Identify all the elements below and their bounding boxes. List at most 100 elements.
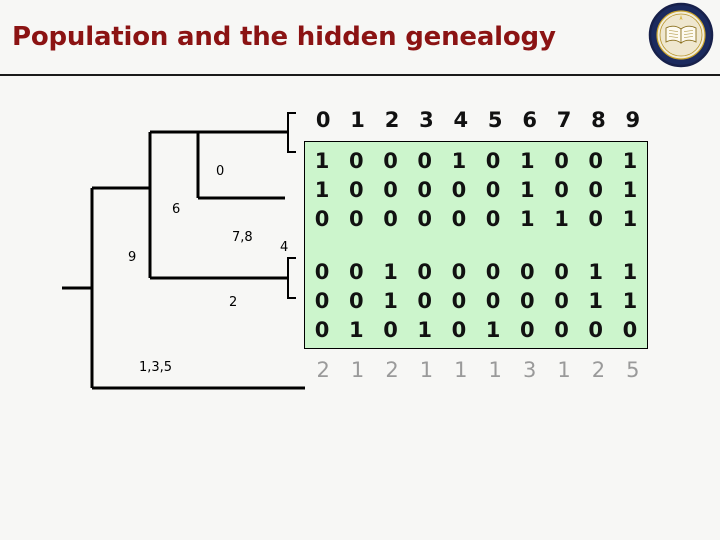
matrix-cell: 1 bbox=[348, 317, 364, 342]
column-totals-row: 2 1 2 1 1 1 3 1 2 5 bbox=[306, 358, 650, 382]
matrix-cell: 0 bbox=[451, 317, 467, 342]
table-row: 0 0 1 0 0 0 0 0 1 1 bbox=[305, 257, 647, 286]
matrix-cell: 1 bbox=[417, 317, 433, 342]
table-row: 0 0 1 0 0 0 0 0 1 1 bbox=[305, 286, 647, 315]
column-header: 0 bbox=[315, 108, 331, 132]
column-total: 5 bbox=[626, 358, 640, 382]
matrix-cell: 1 bbox=[383, 288, 398, 313]
matrix-cell: 1 bbox=[314, 148, 330, 173]
matrix-cell: 0 bbox=[554, 288, 569, 313]
matrix-cell: 0 bbox=[451, 288, 467, 313]
matrix-cell: 0 bbox=[485, 206, 501, 231]
matrix-cell: 1 bbox=[383, 259, 398, 284]
column-header: 5 bbox=[487, 108, 503, 132]
matrix-cell: 0 bbox=[417, 288, 433, 313]
column-header: 8 bbox=[591, 108, 606, 132]
matrix-cell: 1 bbox=[314, 177, 330, 202]
column-total: 1 bbox=[488, 358, 502, 382]
matrix-cell: 0 bbox=[451, 259, 467, 284]
matrix-cell: 1 bbox=[622, 206, 638, 231]
page-title: Population and the hidden genealogy bbox=[12, 22, 556, 52]
matrix-cell: 0 bbox=[417, 206, 433, 231]
column-total: 3 bbox=[522, 358, 537, 382]
column-header: 9 bbox=[625, 108, 641, 132]
tree-label-0: 0 bbox=[216, 164, 225, 179]
matrix-cell: 0 bbox=[417, 177, 433, 202]
column-total: 1 bbox=[454, 358, 468, 382]
table-row: 0 0 0 0 0 0 1 1 0 1 bbox=[305, 204, 647, 233]
matrix-column-headers: 0 1 2 3 4 5 6 7 8 9 bbox=[306, 108, 650, 132]
matrix-cell: 1 bbox=[520, 148, 535, 173]
tree-label-4: 4 bbox=[280, 240, 289, 255]
column-header: 3 bbox=[419, 108, 434, 132]
matrix-cell: 0 bbox=[383, 317, 398, 342]
uc-san-diego-seal-icon bbox=[648, 2, 714, 68]
column-header: 6 bbox=[522, 108, 537, 132]
table-row: 1 0 0 0 1 0 1 0 0 1 bbox=[305, 146, 647, 175]
matrix-cell: 0 bbox=[554, 259, 569, 284]
matrix-cell: 0 bbox=[348, 259, 364, 284]
tree-label-1-3-5: 1,3,5 bbox=[139, 360, 173, 375]
genealogy-tree-svg bbox=[62, 111, 305, 390]
matrix-cell: 0 bbox=[383, 148, 398, 173]
matrix-cell: 0 bbox=[588, 177, 604, 202]
matrix-cell: 0 bbox=[485, 177, 501, 202]
tree-label-9: 9 bbox=[128, 250, 137, 265]
haplotype-matrix: 0 1 2 3 4 5 6 7 8 9 1 0 0 0 1 0 1 0 0 1 … bbox=[304, 108, 650, 382]
matrix-cell: 1 bbox=[622, 288, 638, 313]
matrix-grid: 1 0 0 0 1 0 1 0 0 1 1 0 0 0 0 0 1 0 0 1 … bbox=[304, 141, 648, 349]
matrix-cell: 0 bbox=[348, 177, 364, 202]
matrix-cell: 0 bbox=[520, 317, 535, 342]
matrix-cell: 0 bbox=[314, 288, 330, 313]
matrix-cell: 0 bbox=[451, 206, 467, 231]
matrix-cell: 0 bbox=[485, 259, 501, 284]
matrix-cell: 0 bbox=[485, 148, 501, 173]
tree-label-7-8: 7,8 bbox=[232, 230, 253, 245]
matrix-cell: 1 bbox=[622, 177, 638, 202]
matrix-cell: 0 bbox=[554, 148, 569, 173]
genealogy-tree: 4 0 6 7,8 9 2 1,3,5 bbox=[0, 90, 305, 420]
matrix-cell: 1 bbox=[622, 259, 638, 284]
matrix-cell: 0 bbox=[520, 259, 535, 284]
matrix-cell: 0 bbox=[417, 259, 433, 284]
matrix-cell: 0 bbox=[622, 317, 638, 342]
matrix-cell: 0 bbox=[314, 259, 330, 284]
table-row: 1 0 0 0 0 0 1 0 0 1 bbox=[305, 175, 647, 204]
table-row: 0 1 0 1 0 1 0 0 0 0 bbox=[305, 315, 647, 344]
matrix-cell: 0 bbox=[314, 206, 330, 231]
column-total: 1 bbox=[419, 358, 434, 382]
matrix-cell: 1 bbox=[485, 317, 501, 342]
matrix-cell: 0 bbox=[383, 177, 398, 202]
matrix-cell: 0 bbox=[520, 288, 535, 313]
matrix-cell: 0 bbox=[314, 317, 330, 342]
column-header: 1 bbox=[350, 108, 365, 132]
matrix-cell: 1 bbox=[588, 259, 604, 284]
column-total: 2 bbox=[591, 358, 606, 382]
column-total: 2 bbox=[316, 358, 330, 382]
column-header: 2 bbox=[384, 108, 400, 132]
matrix-cell: 0 bbox=[588, 317, 604, 342]
slide-header: Population and the hidden genealogy bbox=[0, 0, 720, 76]
matrix-cell: 1 bbox=[588, 288, 604, 313]
matrix-cell: 1 bbox=[520, 177, 535, 202]
matrix-cell: 0 bbox=[383, 206, 398, 231]
matrix-cell: 0 bbox=[588, 148, 604, 173]
column-total: 1 bbox=[557, 358, 571, 382]
matrix-cell: 0 bbox=[417, 148, 433, 173]
matrix-cell: 0 bbox=[348, 148, 364, 173]
matrix-group-separator bbox=[305, 233, 647, 257]
matrix-cell: 0 bbox=[485, 288, 501, 313]
matrix-cell: 0 bbox=[554, 177, 569, 202]
matrix-cell: 1 bbox=[554, 206, 569, 231]
column-total: 2 bbox=[385, 358, 399, 382]
tree-label-2: 2 bbox=[229, 295, 238, 310]
header-divider bbox=[0, 74, 720, 76]
matrix-cell: 1 bbox=[520, 206, 535, 231]
matrix-cell: 1 bbox=[622, 148, 638, 173]
matrix-cell: 0 bbox=[348, 288, 364, 313]
matrix-cell: 0 bbox=[588, 206, 604, 231]
column-total: 1 bbox=[350, 358, 365, 382]
matrix-cell: 0 bbox=[451, 177, 467, 202]
matrix-cell: 0 bbox=[348, 206, 364, 231]
matrix-cell: 1 bbox=[451, 148, 467, 173]
